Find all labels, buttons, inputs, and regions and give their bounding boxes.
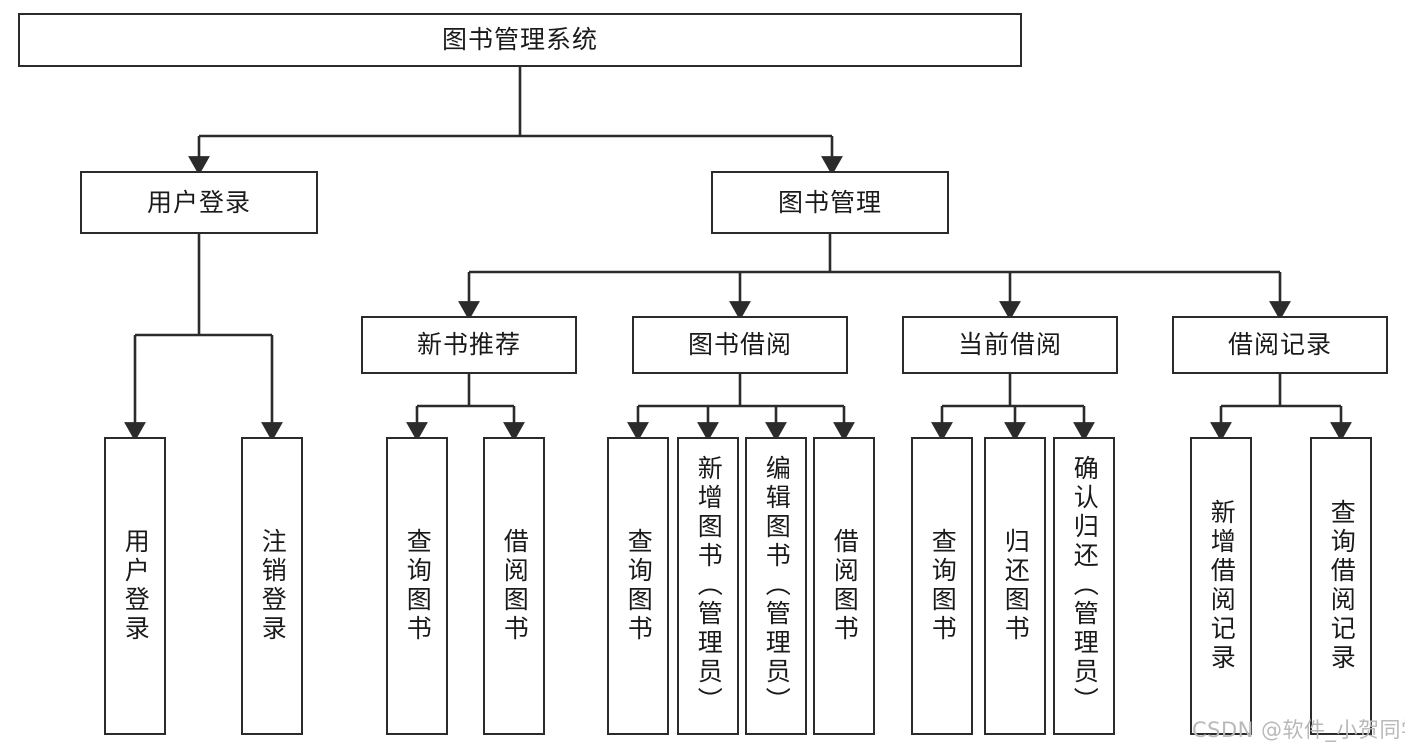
node-current-borrow[interactable]: 当前借阅 [902,316,1118,374]
node-label: 查询图书 [928,528,958,644]
node-label: 借阅记录 [1227,330,1332,360]
node-label: 确认归还（管理员） [1070,455,1100,716]
node-label: 编辑图书（管理员） [762,455,792,716]
leaf-query-book-recommend[interactable]: 查询图书 [386,437,448,735]
node-label: 用户登录 [146,187,251,217]
node-label: 图书借阅 [687,330,792,360]
node-label: 查询图书 [403,528,433,644]
node-label: 图书管理系统 [441,25,598,55]
leaf-return-book[interactable]: 归还图书 [984,437,1046,735]
node-user-login[interactable]: 用户登录 [80,171,318,234]
node-label: 当前借阅 [957,330,1062,360]
leaf-add-borrow-record[interactable]: 新增借阅记录 [1190,437,1252,735]
leaf-logout[interactable]: 注销登录 [241,437,303,735]
node-label: 用户登录 [121,528,151,644]
node-new-book-recommend[interactable]: 新书推荐 [361,316,577,374]
leaf-user-login[interactable]: 用户登录 [104,437,166,735]
node-label: 借阅图书 [500,528,530,644]
node-label: 注销登录 [258,528,288,644]
node-book-borrow[interactable]: 图书借阅 [632,316,848,374]
leaf-borrow-book-recommend[interactable]: 借阅图书 [483,437,545,735]
leaf-add-book-admin[interactable]: 新增图书（管理员） [677,437,739,735]
leaf-borrow-book[interactable]: 借阅图书 [813,437,875,735]
node-label: 查询图书 [624,528,654,644]
node-label: 图书管理 [777,187,882,217]
node-label: 新增图书（管理员） [694,455,724,716]
watermark-text: CSDN @软件_小贺同学 [1192,718,1405,742]
node-label: 查询借阅记录 [1327,499,1357,673]
leaf-edit-book-admin[interactable]: 编辑图书（管理员） [745,437,807,735]
node-label: 归还图书 [1001,528,1031,644]
node-label: 借阅图书 [830,528,860,644]
node-borrow-record[interactable]: 借阅记录 [1172,316,1388,374]
leaf-query-borrow-record[interactable]: 查询借阅记录 [1310,437,1372,735]
node-label: 新增借阅记录 [1207,499,1237,673]
node-book-management[interactable]: 图书管理 [711,171,949,234]
leaf-confirm-return-admin[interactable]: 确认归还（管理员） [1053,437,1115,735]
node-root-system[interactable]: 图书管理系统 [18,13,1022,67]
leaf-query-book-borrow[interactable]: 查询图书 [607,437,669,735]
leaf-query-book-current[interactable]: 查询图书 [911,437,973,735]
node-label: 新书推荐 [416,330,521,360]
